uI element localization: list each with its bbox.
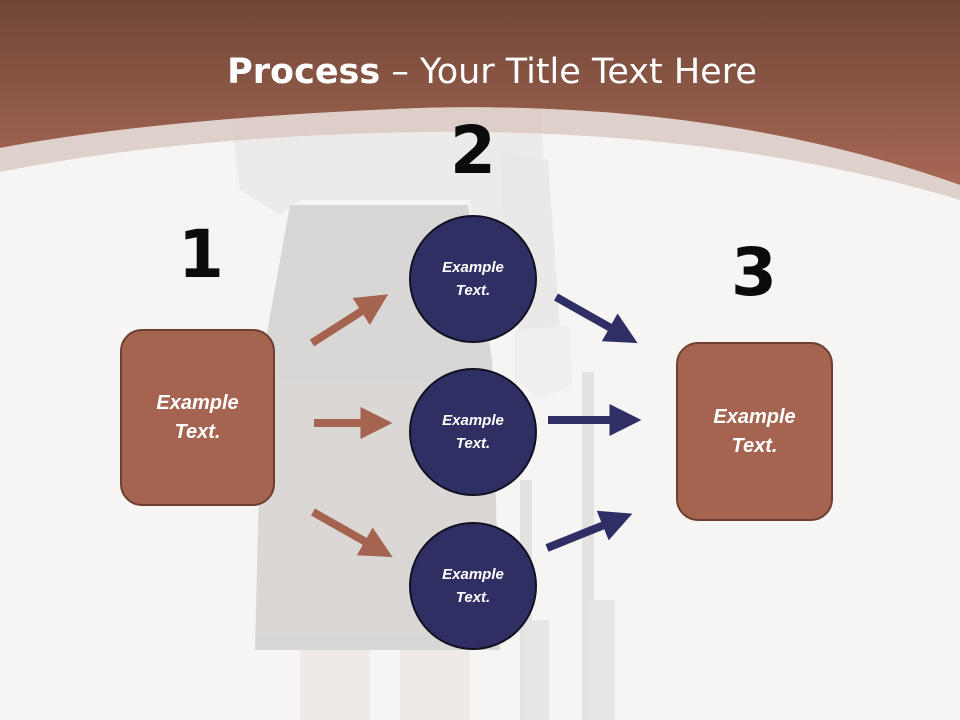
- header-band: [0, 0, 960, 200]
- arrow-left-top: [309, 294, 389, 347]
- slide-title: Process – Your Title Text Here: [0, 52, 960, 92]
- step-number-1: 1: [178, 216, 224, 293]
- step-number-2: 2: [450, 112, 496, 189]
- arrow-right-bottom: [545, 510, 633, 552]
- circle-middle-label: Example Text.: [442, 412, 504, 452]
- left-box-label: Example Text.: [156, 391, 239, 443]
- circle-top: Example Text.: [409, 215, 537, 343]
- circle-bottom-label: Example Text.: [442, 566, 504, 606]
- right-box: Example Text.: [676, 342, 833, 521]
- circle-bottom: Example Text.: [409, 522, 537, 650]
- circle-top-label: Example Text.: [442, 259, 504, 299]
- arrow-right-top: [554, 293, 638, 344]
- title-bold: Process: [227, 52, 381, 92]
- circle-middle: Example Text.: [409, 368, 537, 496]
- step-number-3: 3: [731, 234, 777, 311]
- right-box-label: Example Text.: [713, 405, 796, 457]
- left-box: Example Text.: [120, 329, 275, 506]
- title-rest: – Your Title Text Here: [380, 52, 757, 92]
